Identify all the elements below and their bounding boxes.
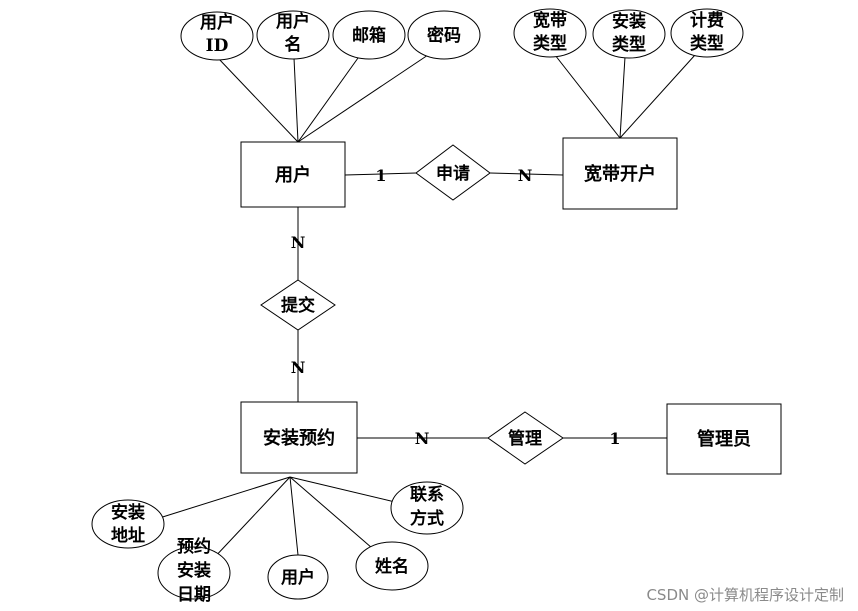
attribute-billing-type: 计费 类型 bbox=[670, 8, 744, 58]
attribute-install-type-line-2: 类型 bbox=[612, 34, 646, 55]
relationship-submit-label: 提交 bbox=[281, 295, 315, 316]
attribute-billing-type-line-2: 类型 bbox=[690, 33, 724, 54]
attribute-install-type: 安装 类型 bbox=[592, 9, 666, 59]
attribute-full-name-label: 姓名 bbox=[375, 556, 409, 577]
cardinality-apply-account: N bbox=[518, 166, 533, 185]
entity-broadband-account-label: 宽带开户 bbox=[584, 163, 656, 185]
attribute-contact: 联系 方式 bbox=[390, 481, 464, 535]
attribute-appointment-date-line-1: 预约 bbox=[177, 536, 211, 557]
attribute-email-label: 邮箱 bbox=[352, 25, 386, 46]
entity-install-appointment: 安装预约 bbox=[240, 401, 358, 474]
attribute-password: 密码 bbox=[407, 10, 481, 60]
cardinality-manage-appointment: N bbox=[415, 429, 430, 448]
attribute-appointment-user-label: 用户 bbox=[281, 567, 315, 588]
attribute-contact-line-1: 联系 bbox=[410, 485, 444, 505]
relationship-manage: 管理 bbox=[487, 411, 564, 465]
cardinality-submit-appointment: N bbox=[291, 358, 306, 377]
attribute-appointment-user: 用户 bbox=[267, 554, 329, 600]
entity-admin-label: 管理员 bbox=[697, 428, 751, 450]
attribute-user-id-line-1: 用户 bbox=[200, 12, 234, 33]
attribute-appointment-date-line-2: 安装 bbox=[177, 560, 211, 581]
attribute-email: 邮箱 bbox=[332, 10, 406, 60]
attribute-user-id-line-2: ID bbox=[206, 36, 229, 56]
cardinality-apply-user: 1 bbox=[375, 166, 386, 185]
relationship-submit: 提交 bbox=[260, 279, 336, 331]
connection-lines bbox=[152, 54, 696, 561]
attribute-appointment-date: 预约 安装 日期 bbox=[157, 536, 231, 605]
attribute-user-name-line-2: 名 bbox=[285, 34, 302, 55]
attribute-install-address-line-1: 安装 bbox=[111, 502, 145, 523]
attribute-appointment-date-line-3: 日期 bbox=[177, 585, 211, 605]
entity-user-label: 用户 bbox=[275, 164, 311, 186]
attribute-user-name: 用户 名 bbox=[256, 10, 330, 60]
attribute-broadband-type-line-2: 类型 bbox=[533, 33, 567, 54]
relationship-manage-label: 管理 bbox=[508, 428, 542, 449]
attribute-user-name-line-1: 用户 bbox=[276, 11, 310, 32]
attribute-contact-line-2: 方式 bbox=[410, 508, 444, 529]
cardinality-submit-user: N bbox=[291, 233, 306, 252]
relationship-apply-label: 申请 bbox=[436, 163, 470, 184]
attribute-install-type-line-1: 安装 bbox=[612, 11, 646, 32]
attribute-full-name: 姓名 bbox=[355, 541, 429, 591]
cardinality-manage-admin: 1 bbox=[609, 429, 620, 448]
entity-user: 用户 bbox=[240, 141, 346, 208]
attribute-install-address: 安装 地址 bbox=[91, 499, 165, 549]
entity-broadband-account: 宽带开户 bbox=[562, 137, 678, 210]
watermark: CSDN @计算机程序设计定制 bbox=[646, 586, 844, 604]
relationship-apply: 申请 bbox=[415, 144, 491, 201]
attribute-password-label: 密码 bbox=[427, 25, 461, 46]
entity-admin: 管理员 bbox=[666, 403, 782, 475]
attribute-install-address-line-2: 地址 bbox=[111, 525, 145, 546]
attribute-broadband-type-line-1: 宽带 bbox=[533, 10, 567, 31]
attribute-broadband-type: 宽带 类型 bbox=[513, 8, 587, 58]
attribute-user-id: 用户 ID bbox=[180, 11, 254, 61]
entity-install-appointment-label: 安装预约 bbox=[263, 427, 335, 449]
attribute-billing-type-line-1: 计费 bbox=[690, 10, 724, 31]
